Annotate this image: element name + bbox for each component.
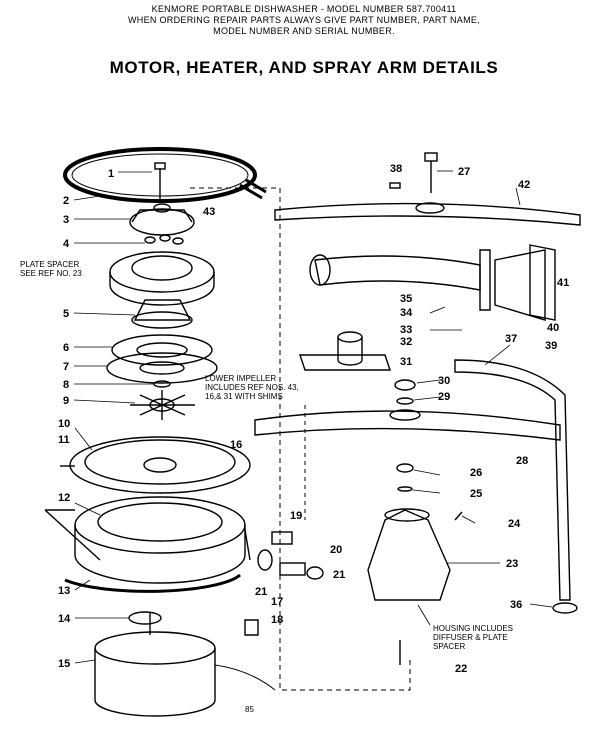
upper-spray-arm-part-42 (274, 202, 581, 226)
callout-27: 27 (458, 166, 470, 178)
callout-30: 30 (438, 375, 450, 387)
header-line-3: MODEL NUMBER AND SERIAL NUMBER. (213, 26, 395, 36)
screw-part-24 (454, 511, 463, 521)
diagram-title: MOTOR, HEATER, AND SPRAY ARM DETAILS (109, 58, 499, 77)
header-line-1: KENMORE PORTABLE DISHWASHER - MODEL NUMB… (151, 4, 457, 14)
note-plate-spacer-1: PLATE SPACER (20, 260, 80, 269)
nut-part-30 (394, 379, 416, 391)
callout-4: 4 (63, 238, 70, 250)
callout-37: 37 (505, 333, 517, 345)
callout-29: 29 (438, 391, 450, 403)
callout-5: 5 (63, 308, 69, 320)
note-lower-impeller-1: LOWER IMPELLER (205, 374, 276, 383)
callout-34: 34 (400, 307, 413, 319)
callout-10: 10 (58, 418, 70, 430)
callout-23: 23 (506, 558, 518, 570)
callout-33: 33 (400, 324, 412, 336)
motor-part-15 (94, 612, 276, 717)
page-number: 85 (245, 705, 254, 714)
feed-tube-part-37 (454, 359, 571, 601)
callout-7: 7 (63, 361, 69, 373)
mounting-bracket-part-13 (64, 573, 241, 593)
callout-11: 11 (58, 434, 70, 446)
hose-clamp-part-20 (279, 562, 306, 576)
header-line-2: WHEN ORDERING REPAIR PARTS ALWAYS GIVE P… (128, 15, 480, 25)
water-manifold-part-35 (309, 254, 481, 291)
callout-20: 20 (330, 544, 342, 556)
plate-spacer (109, 251, 215, 306)
callout-19: 19 (290, 510, 302, 522)
callout-6: 6 (63, 342, 69, 354)
lower-spray-arm-part-28 (254, 409, 561, 441)
callout-38: 38 (390, 163, 402, 175)
clip-part-19 (271, 531, 293, 545)
diffuser-cap (131, 299, 193, 329)
washer-part-25 (397, 486, 413, 492)
washer-part-29 (396, 397, 414, 405)
lower-impeller (130, 390, 195, 420)
seal-part-14 (128, 611, 162, 625)
callout-18: 18 (271, 614, 283, 626)
callout-42: 42 (518, 179, 530, 191)
pump-cover-part-10 (69, 436, 251, 494)
callout-16: 16 (230, 439, 242, 451)
callout-13: 13 (58, 585, 70, 597)
note-plate-spacer-2: SEE REF NO. 23 (20, 269, 82, 278)
callout-43: 43 (203, 206, 215, 218)
callout-21-left: 21 (255, 586, 267, 598)
clamp-part-21 (257, 549, 324, 580)
bushing-part-32 (337, 331, 363, 366)
callout-8: 8 (63, 379, 69, 391)
screw-part-1 (154, 162, 166, 200)
note-housing-3: SPACER (433, 642, 466, 651)
assembly-dashed-line (190, 187, 411, 691)
mounting-bracket-part-40 (479, 249, 546, 321)
heater-element (63, 147, 267, 203)
fitting-part-18 (244, 619, 259, 636)
bracket-part-39 (529, 244, 556, 321)
callout-24: 24 (508, 518, 521, 530)
gasket-part-6 (111, 334, 213, 366)
note-lower-impeller-2: INCLUDES REF NOS. 43, (205, 383, 299, 392)
callout-28: 28 (516, 455, 528, 467)
callout-3: 3 (63, 214, 69, 226)
pin-part-38 (389, 182, 401, 189)
callout-2: 2 (63, 195, 69, 207)
note-housing-2: DIFFUSER & PLATE (433, 633, 508, 642)
callout-12: 12 (58, 492, 70, 504)
callout-15: 15 (58, 658, 70, 670)
nut-part-26 (396, 463, 414, 473)
callout-1: 1 (108, 168, 114, 180)
plate-part-31 (299, 354, 391, 371)
plate-part-7 (106, 352, 218, 384)
callout-26: 26 (470, 467, 482, 479)
callout-32: 32 (400, 336, 412, 348)
callout-40: 40 (547, 322, 559, 334)
callout-25: 25 (470, 488, 482, 500)
note-housing-1: HOUSING INCLUDES (433, 624, 513, 633)
callout-39: 39 (545, 340, 557, 352)
o-ring-part-36 (552, 602, 578, 614)
upper-impeller (129, 203, 195, 236)
washer-part-8 (153, 380, 171, 388)
callout-9: 9 (63, 395, 69, 407)
callout-35: 35 (400, 293, 412, 305)
callout-41: 41 (557, 277, 569, 289)
pump-housing-part-23 (367, 508, 451, 601)
callout-36: 36 (510, 599, 522, 611)
pump-base-part-12 (44, 496, 251, 584)
callout-22: 22 (455, 663, 467, 675)
callout-31: 31 (400, 356, 412, 368)
callout-14: 14 (58, 613, 71, 625)
shims-part-4 (144, 234, 184, 245)
note-lower-impeller-3: 16,& 31 WITH SHIMS (205, 392, 283, 401)
callout-21-right: 21 (333, 569, 345, 581)
bolt-part-27 (424, 152, 438, 193)
callout-17: 17 (271, 596, 283, 608)
